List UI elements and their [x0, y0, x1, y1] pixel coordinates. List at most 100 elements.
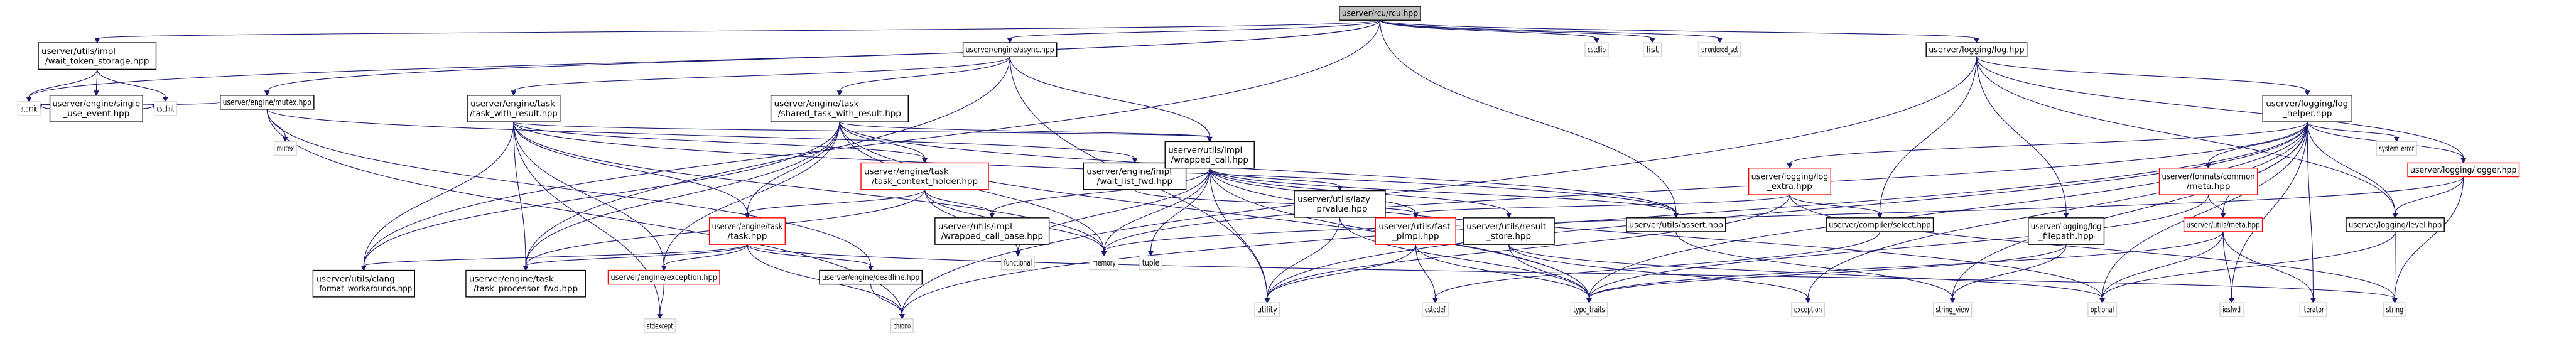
edge-wait_token-to-single_use_event	[93, 69, 99, 97]
edge-log_helper-to-level	[2307, 122, 2398, 219]
node-exception-hpp[interactable]: userver/engine/exception.hpp	[607, 269, 720, 285]
edge-log_helper-to-exception	[1805, 122, 2308, 304]
edge-log_helper-to-string_view	[1949, 122, 2308, 304]
edge-log-to-log_filepath	[1976, 57, 2069, 219]
edge-mutex_hpp-to-wait_list_fwd	[266, 109, 1138, 164]
node-utility[interactable]: utility	[1254, 302, 1280, 317]
node-system-error[interactable]: system_error	[2376, 141, 2417, 156]
node-logger[interactable]: userver/logging/logger.hpp	[2407, 162, 2520, 178]
node-assert[interactable]: userver/utils/assert.hpp	[1626, 217, 1726, 232]
node-task-with-result[interactable]: userver/engine/task/task_with_result.hpp	[467, 95, 561, 122]
node-single-use-event[interactable]: userver/engine/single_use_event.hpp	[49, 95, 143, 122]
node-async[interactable]: userver/engine/async.hpp	[962, 42, 1058, 57]
node-task-processor-fwd[interactable]: userver/engine/task/task_processor_fwd.h…	[465, 269, 586, 298]
node-lazy-prvalue[interactable]: userver/utils/lazy_prvalue.hpp	[1294, 190, 1386, 218]
edge-exception_hpp-to-stdexcept	[657, 284, 664, 320]
node-type-traits[interactable]: type_traits	[1570, 302, 1608, 317]
node-label-line: userver/utils/fast	[1378, 222, 1450, 232]
node-box	[890, 318, 914, 333]
node-iosfwd[interactable]: iosfwd	[2219, 302, 2244, 317]
node-log-filepath[interactable]: userver/logging/log_filepath.hpp	[2028, 217, 2105, 245]
node-label-line: userver/logging/log.hpp	[1929, 45, 2024, 55]
node-box	[860, 162, 989, 190]
node-result-store[interactable]: userver/utils/result_store.hpp	[1463, 217, 1555, 245]
node-label-line: _use_event.hpp	[62, 109, 129, 119]
edge-fast_pimpl-to-utility	[1264, 244, 1416, 304]
node-string-view[interactable]: string_view	[1932, 302, 1973, 317]
node-memory[interactable]: memory	[1089, 255, 1119, 271]
node-box	[220, 95, 315, 110]
node-fast-pimpl[interactable]: userver/utils/fast_pimpl.hpp	[1375, 217, 1456, 245]
edge-task_with_result-to-task_context_holder	[513, 121, 928, 164]
node-wrapped-call[interactable]: userver/utils/impl/wrapped_call.hpp	[1164, 141, 1255, 169]
node-label-line: iterator	[2302, 305, 2324, 315]
node-box	[312, 269, 416, 298]
node-label-line: userver/engine/single	[53, 99, 141, 109]
node-optional[interactable]: optional	[2087, 302, 2118, 317]
node-label-line: userver/engine/impl	[1086, 166, 1172, 176]
node-formats-meta[interactable]: userver/formats/common/meta.hpp	[2158, 168, 2258, 195]
node-box	[49, 95, 143, 122]
node-label-line: chrono	[894, 321, 911, 331]
edge-async-to-task_with_result	[511, 56, 1010, 97]
node-box	[1698, 42, 1741, 57]
node-stdexcept[interactable]: stdexcept	[644, 318, 676, 333]
edge-level-to-optional	[2099, 231, 2396, 304]
node-log-helper[interactable]: userver/logging/log_helper.hpp	[2262, 95, 2352, 122]
node-label-line: cstdlib	[1588, 45, 1606, 55]
node-task-context-holder[interactable]: userver/engine/task/task_context_holder.…	[860, 162, 989, 190]
node-label-line: userver/utils/result	[1466, 222, 1546, 232]
node-root[interactable]: userver/rcu/rcu.hpp	[1339, 6, 1421, 21]
node-box	[2219, 302, 2244, 317]
node-box	[962, 42, 1058, 57]
node-select[interactable]: userver/compiler/select.hpp	[1826, 217, 1934, 232]
node-label-line: userver/utils/clang	[316, 274, 394, 284]
node-box	[1791, 302, 1826, 317]
node-wrapped-call-base[interactable]: userver/utils/impl/wrapped_call_base.hpp	[934, 217, 1050, 245]
node-cstddef[interactable]: cstddef	[1422, 302, 1449, 317]
node-mutex-hpp[interactable]: userver/engine/mutex.hpp	[220, 95, 315, 110]
edge-root-to-mutex_hpp	[264, 20, 1380, 97]
node-chrono[interactable]: chrono	[890, 318, 914, 333]
node-box	[1643, 42, 1662, 57]
node-log-extra[interactable]: userver/logging/log_extra.hpp	[1748, 168, 1831, 195]
node-level[interactable]: userver/logging/level.hpp	[2346, 217, 2445, 232]
node-log[interactable]: userver/logging/log.hpp	[1925, 42, 2028, 57]
edge-wait_token-to-cstdint	[97, 69, 168, 103]
edge-task_with_result-to-wrapped_call	[513, 121, 1213, 143]
edge-task_with_result-to-exception_hpp	[513, 122, 667, 271]
node-cstdlib[interactable]: cstdlib	[1584, 42, 1609, 57]
node-deadline[interactable]: userver/engine/deadline.hpp	[819, 269, 923, 285]
node-box	[1089, 255, 1119, 271]
node-string[interactable]: string	[2383, 302, 2406, 317]
node-label-line: userver/engine/exception.hpp	[610, 273, 717, 283]
edge-shared_task-to-task_context_holder	[839, 122, 928, 164]
edge-log_helper-to-system_error	[2307, 121, 2400, 143]
node-unordered-set[interactable]: unordered_set	[1698, 42, 1741, 57]
node-label-line: type_traits	[1573, 305, 1605, 315]
node-wait-token[interactable]: userver/utils/impl/wait_token_storage.hp…	[38, 42, 157, 70]
node-atomic[interactable]: atomic	[17, 101, 41, 116]
node-cstdint[interactable]: cstdint	[153, 101, 177, 116]
node-iterator[interactable]: iterator	[2299, 302, 2327, 317]
node-box	[2158, 168, 2258, 195]
edge-log_extra-to-fast_pimpl	[1412, 194, 1790, 219]
node-label-line: _extra.hpp	[1767, 181, 1812, 192]
node-tuple[interactable]: tuple	[1139, 255, 1162, 271]
node-exception[interactable]: exception	[1791, 302, 1826, 317]
node-label-line: userver/logging/level.hpp	[2349, 220, 2442, 230]
node-shared-task[interactable]: userver/engine/task/shared_task_with_res…	[770, 95, 909, 122]
node-box	[1925, 42, 2028, 57]
node-clang-format[interactable]: userver/utils/clang_format_workarounds.h…	[312, 269, 416, 298]
node-label-line: iosfwd	[2222, 305, 2241, 315]
node-functional[interactable]: functional	[1000, 255, 1035, 271]
node-task-hpp[interactable]: userver/engine/task/task.hpp	[708, 217, 786, 245]
node-label-line: memory	[1092, 258, 1115, 268]
node-label-line: mutex	[277, 144, 295, 154]
node-mutex[interactable]: mutex	[273, 141, 297, 156]
node-meta[interactable]: userver/utils/meta.hpp	[2183, 217, 2263, 232]
node-list[interactable]: list	[1643, 42, 1662, 57]
node-label-line: string_view	[1936, 305, 1969, 315]
edge-shared_task-to-task_hpp	[744, 122, 840, 219]
node-label-line: /task_context_holder.hpp	[872, 176, 978, 186]
